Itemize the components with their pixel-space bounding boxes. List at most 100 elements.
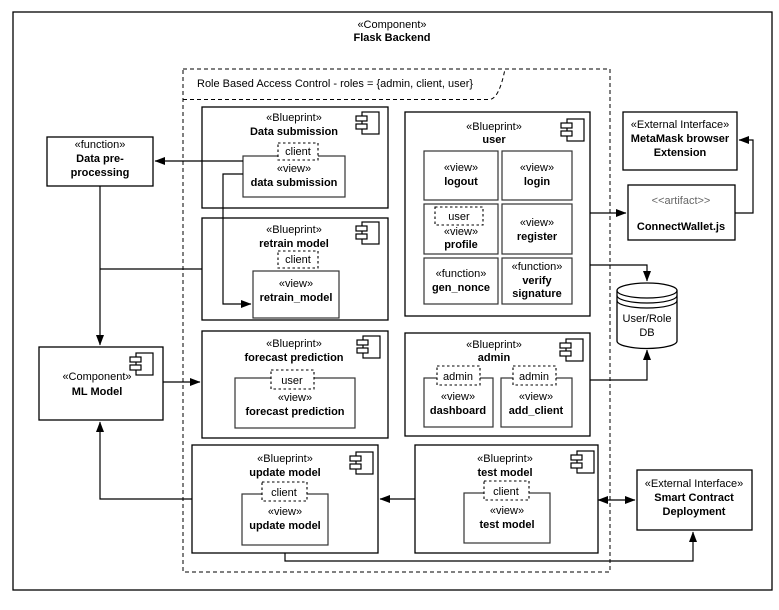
data-submission-name: Data submission <box>250 126 338 138</box>
function-verify-signature-box <box>501 257 573 305</box>
ml-model-name: ML Model <box>72 386 123 398</box>
edge-user-to-db <box>590 264 651 282</box>
role-tag-admin-label: admin <box>519 371 549 383</box>
node-metamask: «External Interface» MetaMask browser Ex… <box>622 111 738 171</box>
node-user-role-db: User/Role DB <box>616 282 678 350</box>
data-preprocessing-stereotype: «function» <box>75 139 126 151</box>
role-tag-admin <box>512 365 557 386</box>
view-register-stereotype: «view» <box>520 217 554 229</box>
function-verify-signature-stereotype: «function» <box>512 261 563 273</box>
component-icon <box>559 338 584 362</box>
edge-connect-wallet-to-metamask <box>735 136 754 214</box>
role-tag-user-label: user <box>281 375 303 387</box>
role-tag-client <box>261 481 308 502</box>
component-icon <box>355 111 380 135</box>
role-tag-client-label: client <box>271 487 297 499</box>
view-forecast-prediction-stereotype: «view» <box>278 392 312 404</box>
function-gen-nonce-name: gen_nonce <box>432 282 490 294</box>
blueprint-admin: «Blueprint» admin admin «view» dashboard… <box>404 332 591 437</box>
metamask-stereotype: «External Interface» <box>631 119 729 131</box>
role-tag-client-label: client <box>493 486 519 498</box>
rbac-boundary <box>182 68 611 573</box>
view-register-box <box>501 203 573 255</box>
view-retrain-model-stereotype: «view» <box>279 278 313 290</box>
edges <box>96 136 754 562</box>
function-gen-nonce-stereotype: «function» <box>436 268 487 280</box>
user-stereotype: «Blueprint» <box>466 121 522 133</box>
flask-backend-name: Flask Backend <box>353 32 430 44</box>
database-cylinder-icon <box>616 282 678 350</box>
node-data-preprocessing: «function» Data pre- processing <box>46 136 154 187</box>
metamask-name-1: MetaMask browser <box>631 133 730 145</box>
view-profile-stereotype: «view» <box>444 226 478 238</box>
edge-update-model-to-smart-contract <box>284 531 697 562</box>
node-connect-wallet: <<artifact>> ConnectWallet.js <box>627 184 736 241</box>
metamask-name-2: Extension <box>654 147 707 159</box>
view-dashboard-stereotype: «view» <box>441 391 475 403</box>
component-icon <box>129 352 154 376</box>
flask-backend-stereotype: «Component» <box>357 19 426 31</box>
node-smart-contract: «External Interface» Smart Contract Depl… <box>636 469 753 531</box>
function-verify-signature-name-2: signature <box>512 288 562 300</box>
blueprint-update-model: «Blueprint» update model client «view» u… <box>191 444 379 554</box>
blueprint-data-submission: «Blueprint» Data submission client «view… <box>201 106 389 209</box>
blueprint-retrain-model: «Blueprint» retrain model client «view» … <box>201 217 389 321</box>
retrain-model-name: retrain model <box>259 238 329 250</box>
view-forecast-prediction-name: forecast prediction <box>245 406 344 418</box>
component-icon <box>570 450 595 474</box>
view-data-submission-box <box>242 155 346 198</box>
view-retrain-model-box <box>252 270 340 319</box>
view-update-model-box <box>241 493 329 546</box>
data-preprocessing-box <box>46 136 154 187</box>
view-login-name: login <box>524 176 551 188</box>
data-submission-stereotype: «Blueprint» <box>266 112 322 124</box>
edge-admin-to-db <box>590 349 651 381</box>
user-name: user <box>482 134 506 146</box>
view-profile-name: profile <box>444 239 478 251</box>
view-add-client-box <box>500 377 573 428</box>
blueprint-test-model: «Blueprint» test model client «view» tes… <box>414 444 599 554</box>
retrain-model-stereotype: «Blueprint» <box>266 224 322 236</box>
view-login-stereotype: «view» <box>520 162 554 174</box>
view-update-model-name: update model <box>249 520 321 532</box>
db-disk-line <box>616 300 678 309</box>
view-update-model-stereotype: «view» <box>268 506 302 518</box>
view-logout-stereotype: «view» <box>444 162 478 174</box>
component-icon <box>356 335 381 359</box>
view-test-model-name: test model <box>479 519 534 531</box>
admin-stereotype: «Blueprint» <box>466 339 522 351</box>
role-tag-client-label: client <box>285 254 311 266</box>
rbac-label: Role Based Access Control - roles = {adm… <box>197 78 473 90</box>
component-icon <box>560 118 585 142</box>
role-tag-user <box>434 206 484 226</box>
db-name-1: User/Role <box>623 313 672 325</box>
test-model-name: test model <box>477 467 532 479</box>
update-model-name: update model <box>249 467 321 479</box>
component-icon <box>349 451 374 475</box>
smart-contract-name-1: Smart Contract <box>654 492 734 504</box>
ml-model-stereotype: «Component» <box>62 371 131 383</box>
admin-name: admin <box>478 352 511 364</box>
role-tag-user <box>270 369 315 390</box>
view-add-client-name: add_client <box>509 405 564 417</box>
view-dashboard-name: dashboard <box>430 405 486 417</box>
view-login-box <box>501 150 573 201</box>
component-icon <box>355 221 380 245</box>
view-logout-name: logout <box>444 176 478 188</box>
rbac-frame: Role Based Access Control - roles = {adm… <box>182 68 611 573</box>
data-preprocessing-name-1: Data pre- <box>76 153 124 165</box>
db-name-2: DB <box>639 327 654 339</box>
test-model-stereotype: «Blueprint» <box>477 453 533 465</box>
node-ml-model: «Component» ML Model <box>38 346 164 421</box>
rbac-label-tab <box>183 68 506 100</box>
view-data-submission-stereotype: «view» <box>277 163 311 175</box>
blueprint-forecast-prediction: «Blueprint» forecast prediction user «vi… <box>201 330 389 439</box>
role-tag-client <box>277 142 319 161</box>
edge-update-model-to-ml-model <box>96 421 192 500</box>
data-preprocessing-name-2: processing <box>71 167 130 179</box>
metamask-box <box>622 111 738 171</box>
view-test-model-box <box>463 492 551 544</box>
role-tag-admin <box>436 365 481 386</box>
